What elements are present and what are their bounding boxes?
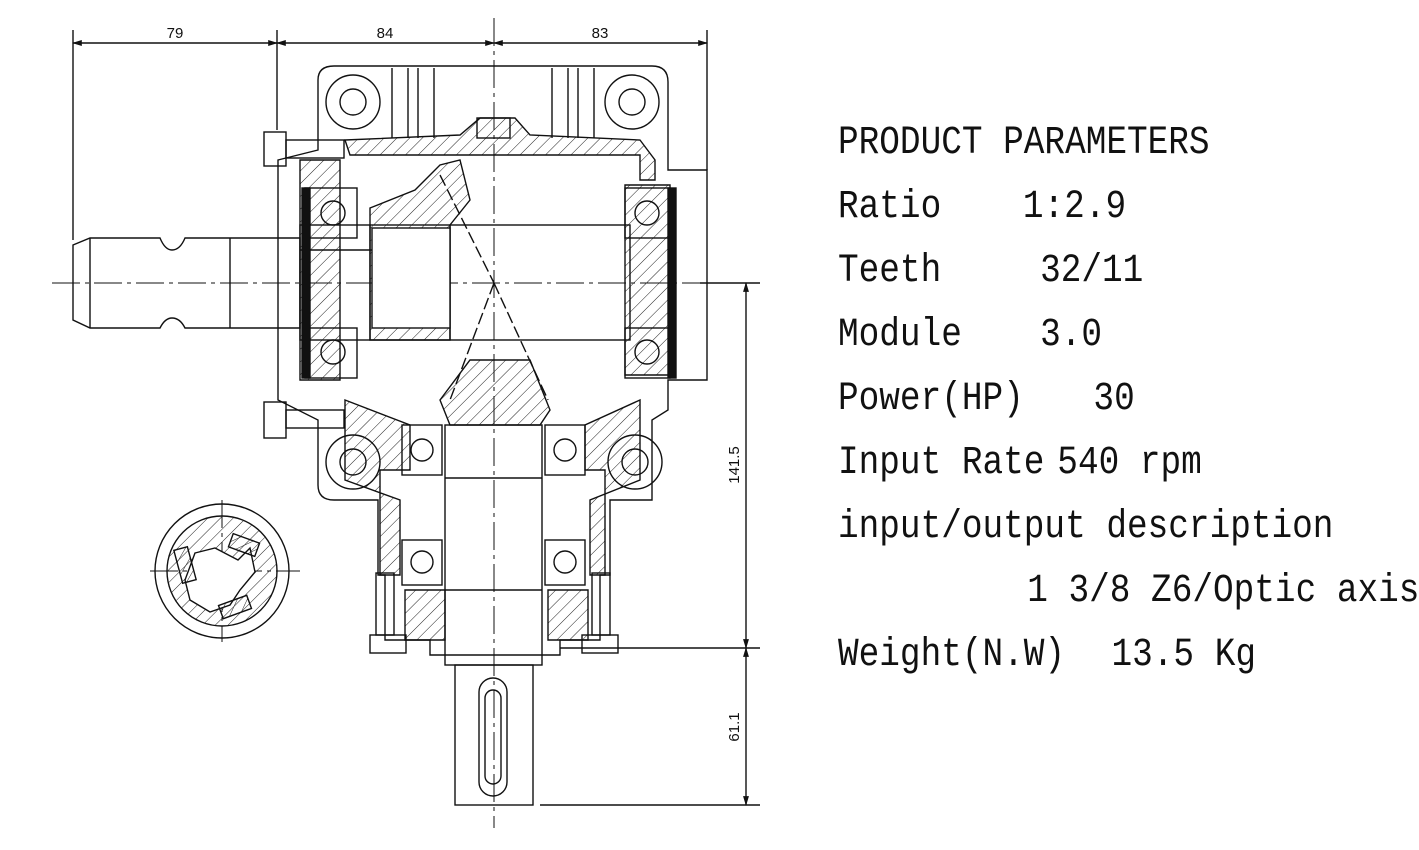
parameters-heading: PRODUCT PARAMETERS — [838, 121, 1210, 166]
parameter-label: Input Rate — [838, 441, 1045, 486]
parameter-row-ratio: Ratio 1:2.9 — [838, 186, 1126, 362]
top-dimension-lines — [72, 30, 708, 240]
output-shaft — [401, 424, 586, 806]
parameter-value: 1 3/8 Z6/Optic axis — [1027, 569, 1419, 614]
parameter-row-module: Module 3.0 — [838, 314, 1102, 490]
input-bearings — [301, 187, 677, 379]
mounting-holes — [325, 74, 663, 490]
parameter-row-io-value: 1 3/8 Z6/Optic axis — [838, 570, 1419, 746]
spline-cross-section — [154, 503, 290, 639]
parameter-value: 1:2.9 — [1022, 185, 1127, 230]
dimension-label-top-right: 83 — [592, 25, 609, 42]
parameter-row-weight: Weight(N.W) 13.5 Kg — [838, 634, 1256, 810]
dimension-label-top-middle: 84 — [377, 25, 394, 42]
parameter-value: 540 rpm — [1057, 441, 1202, 486]
dimension-label-top-left: 79 — [167, 25, 184, 42]
parameter-label: Weight(N.W) — [838, 633, 1066, 678]
dimension-label-height-shaft: 61.1 — [726, 712, 743, 741]
parameter-value: 13.5 Kg — [1111, 633, 1256, 678]
parameter-row-power: Power(HP) 30 — [838, 378, 1135, 554]
parameter-label: Teeth — [838, 249, 942, 294]
bevel-gears — [369, 159, 551, 426]
parameter-label: Power(HP) — [838, 377, 1024, 422]
parameter-label: Module — [838, 313, 962, 358]
parameter-row-input-rate: Input Rate 540 rpm — [838, 442, 1202, 618]
dimension-label-height-main: 141.5 — [726, 446, 743, 484]
parameter-value: 3.0 — [1040, 313, 1103, 358]
bolts — [263, 131, 619, 654]
parameter-label: input/output description — [838, 505, 1334, 550]
parameter-row-io-description: input/output description — [838, 506, 1333, 682]
parameter-value: 30 — [1093, 377, 1135, 422]
parameter-value: 32/11 — [1040, 249, 1144, 294]
parameter-label: Ratio — [838, 185, 942, 230]
parameter-row-teeth: Teeth 32/11 — [838, 250, 1143, 426]
